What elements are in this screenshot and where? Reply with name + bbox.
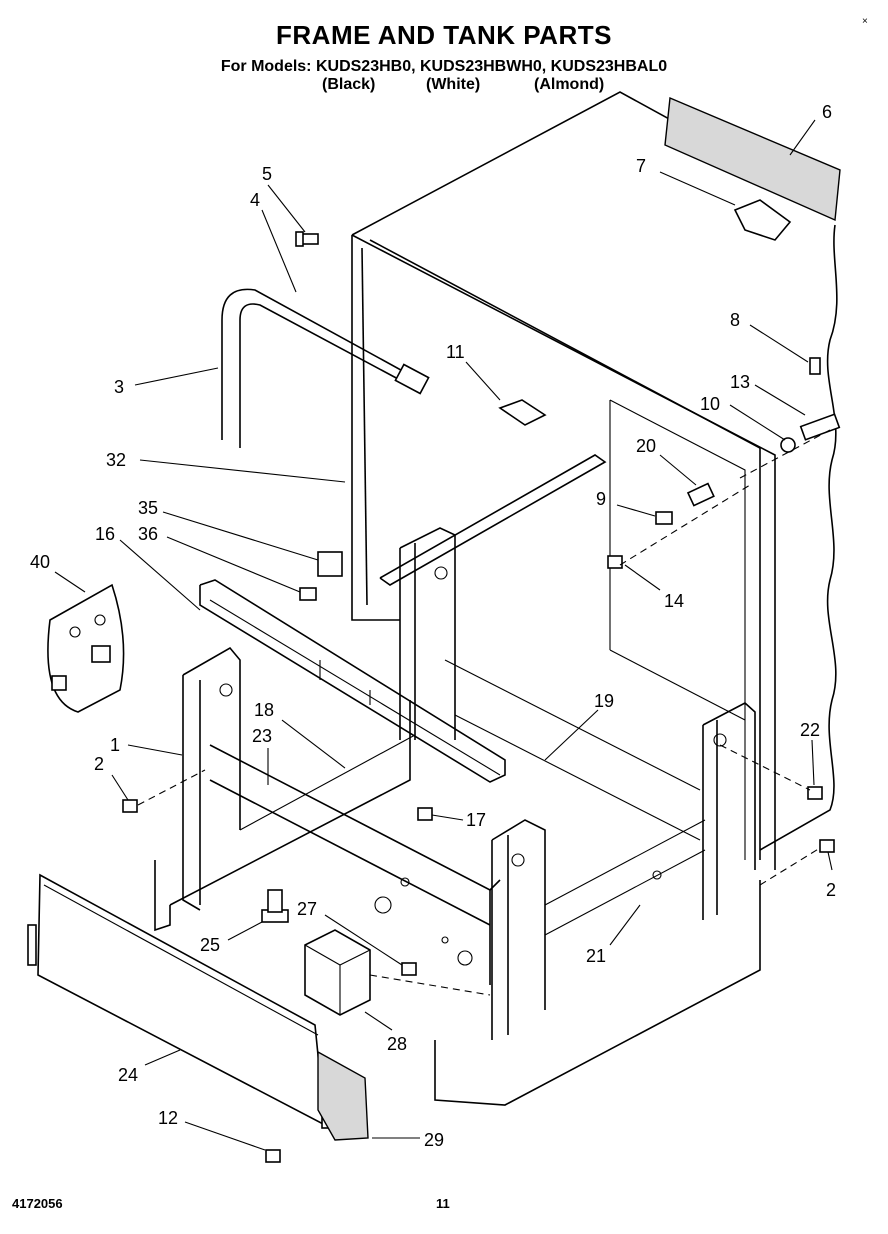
model-color-almond: (Almond) (534, 76, 605, 93)
label-part-22: 22 (800, 720, 820, 740)
label-part-9: 9 (596, 489, 606, 509)
front-brace (199, 579, 506, 783)
right-front-upright (434, 819, 761, 1106)
part-5-screw (295, 231, 319, 247)
label-part-18: 18 (254, 700, 274, 720)
spring-rod-hardware (607, 482, 751, 569)
hinge-hardware (739, 357, 841, 479)
rear-left-upright (399, 527, 456, 740)
label-part-28: 28 (387, 1034, 407, 1054)
doc-number: 4172056 (12, 1196, 63, 1211)
part-25-leveling-leg (261, 889, 289, 923)
right-rear-upright (702, 702, 756, 920)
part-7-clip (733, 199, 792, 241)
center-crossbar (209, 744, 501, 985)
label-part-6: 6 (822, 102, 832, 122)
door-gasket (221, 288, 430, 448)
label-part-14: 14 (664, 591, 684, 611)
label-part-7: 7 (636, 156, 646, 176)
label-part-17: 17 (466, 810, 486, 830)
label-part-32: 32 (106, 450, 126, 470)
label-part-1: 1 (110, 735, 120, 755)
label-part-12: 12 (158, 1108, 178, 1128)
part-11-bracket (498, 399, 547, 426)
label-part-10: 10 (700, 394, 720, 414)
screws (122, 744, 835, 1163)
label-part-2-right: 2 (826, 880, 836, 900)
label-part-11: 11 (446, 342, 465, 362)
label-part-2-left: 2 (94, 754, 104, 774)
label-part-25: 25 (200, 935, 220, 955)
leader-lines (54, 119, 833, 1151)
corner-mark: × (862, 16, 868, 27)
model-color-white: (White) (426, 76, 481, 93)
latch-hardware (299, 551, 343, 601)
part-labels: 1 2 2 3 4 5 6 7 8 9 10 11 12 13 14 16 17… (30, 102, 836, 1150)
label-part-4: 4 (250, 190, 260, 210)
page-number: 11 (436, 1196, 450, 1211)
label-part-3: 3 (114, 377, 124, 397)
part-6-foam (664, 96, 841, 222)
label-part-5: 5 (262, 164, 272, 184)
label-part-23: 23 (252, 726, 272, 746)
cabinet-edge-line (759, 224, 838, 851)
tank-rail (379, 454, 701, 791)
label-part-35: 35 (138, 498, 158, 518)
part-28-box (304, 929, 491, 1016)
part-40-hinge-bracket (47, 583, 125, 713)
part-24-kick-plate (27, 873, 331, 1129)
part-29-foam (317, 1050, 369, 1141)
label-part-19: 19 (594, 691, 614, 711)
label-part-29: 29 (424, 1130, 444, 1150)
label-part-16: 16 (95, 524, 115, 544)
label-part-8: 8 (730, 310, 740, 330)
label-part-36: 36 (138, 524, 158, 544)
model-color-black: (Black) (322, 76, 376, 93)
page-title: FRAME AND TANK PARTS (276, 20, 612, 50)
label-part-40: 40 (30, 552, 50, 572)
label-part-27: 27 (297, 899, 317, 919)
label-part-24: 24 (118, 1065, 138, 1085)
left-frame (154, 646, 416, 932)
models-line: For Models: KUDS23HB0, KUDS23HBWH0, KUDS… (220, 58, 668, 75)
label-part-21: 21 (586, 946, 606, 966)
label-part-20: 20 (636, 436, 656, 456)
label-part-13: 13 (730, 372, 750, 392)
